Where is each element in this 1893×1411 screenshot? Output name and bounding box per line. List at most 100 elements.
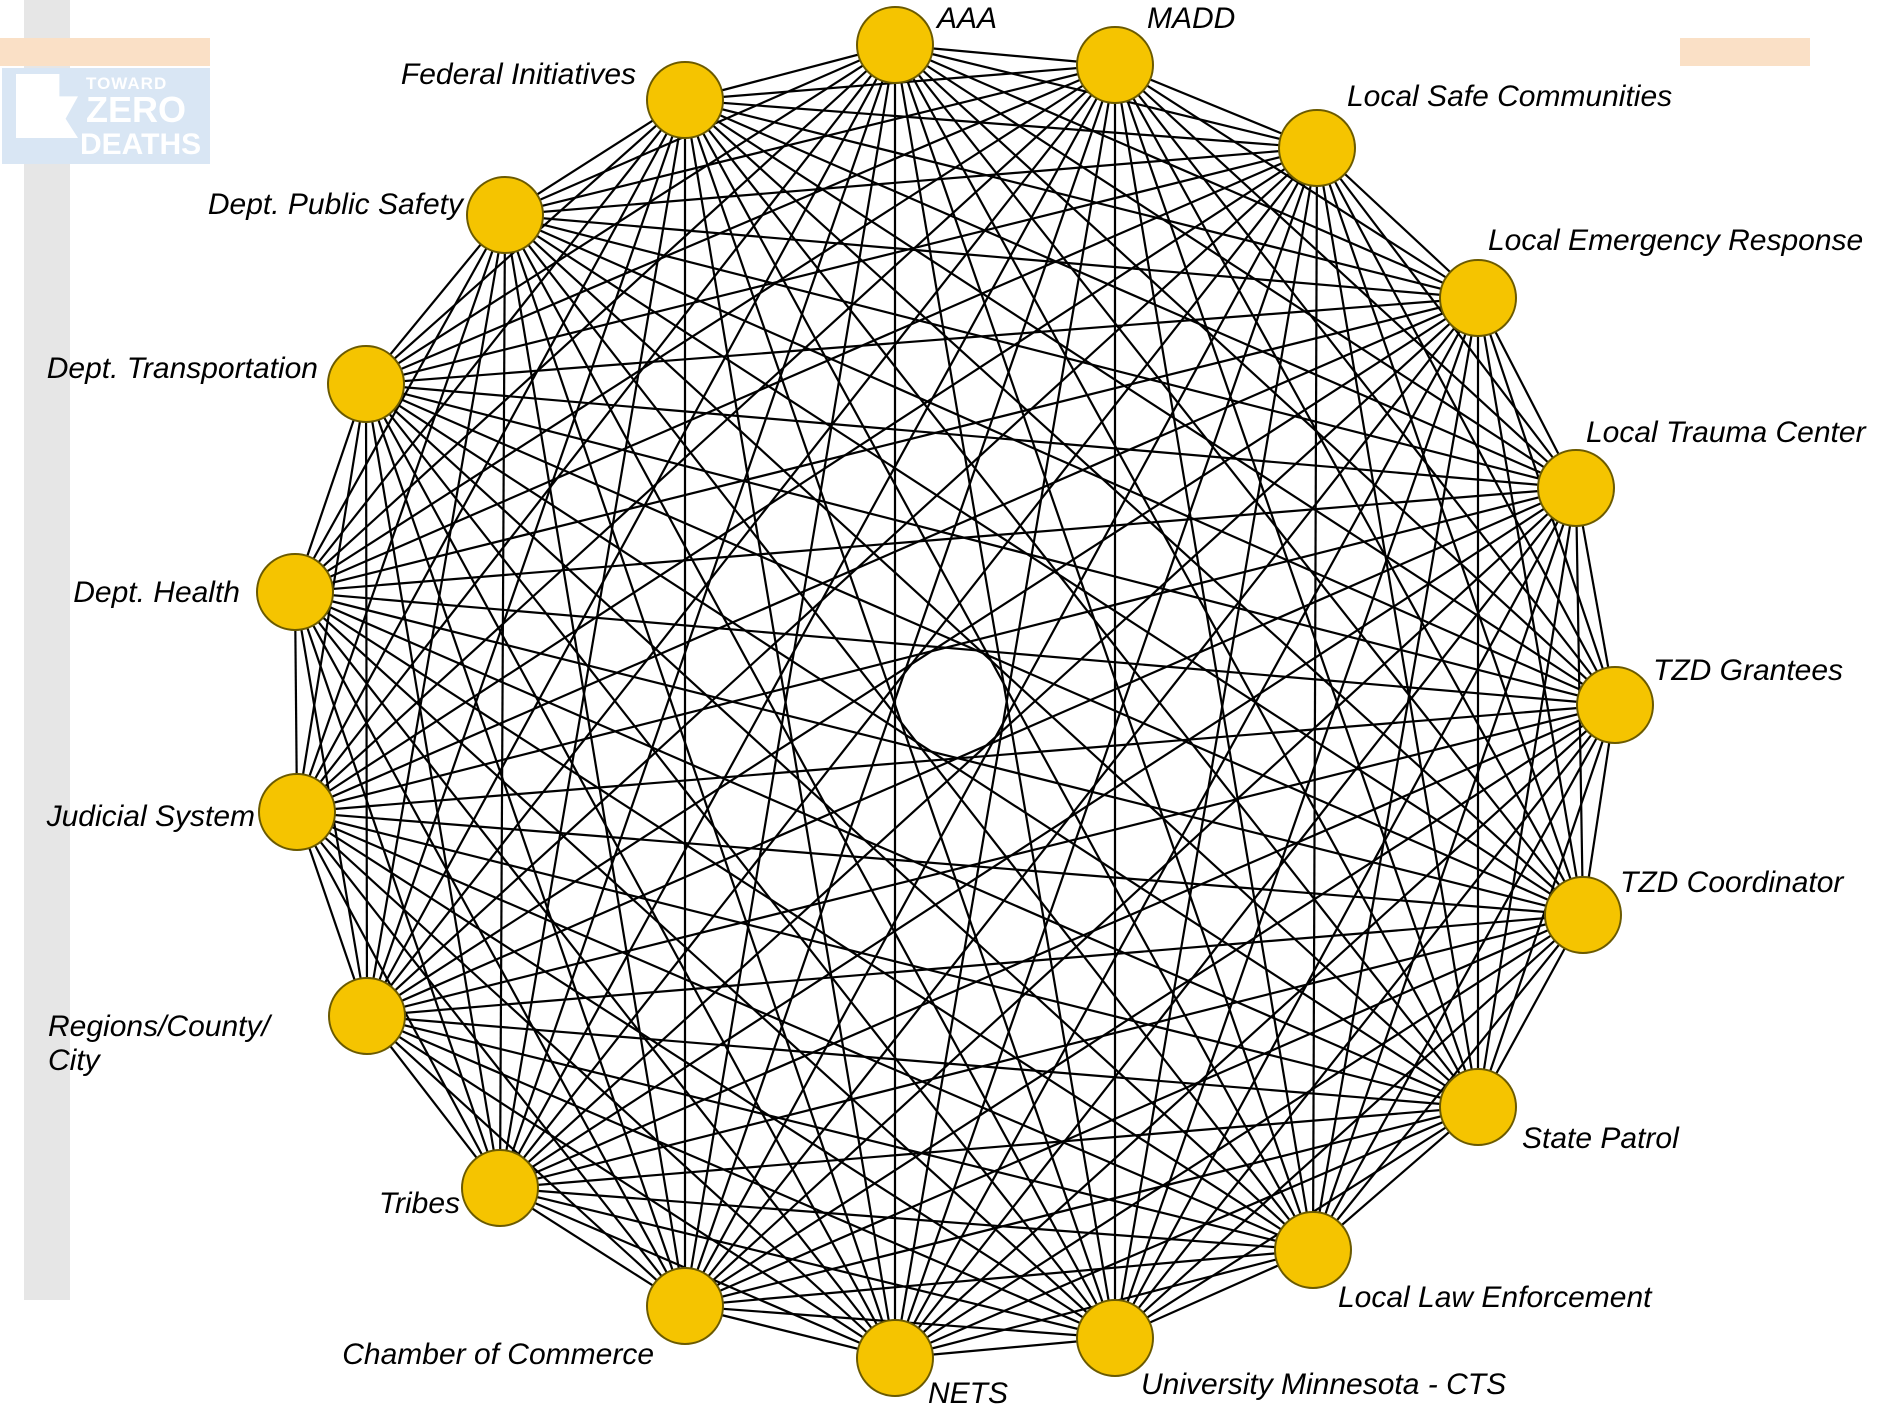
- edge-tzd-grantees-nets: [894, 704, 1616, 1359]
- node-group: [256, 6, 1654, 1397]
- edge-aaa-local-law-enforcement: [893, 44, 1315, 1251]
- edge-tzd-grantees-university-minnesota-cts: [1114, 704, 1616, 1339]
- accent-band-left: [0, 38, 210, 66]
- edge-university-minnesota-cts-dept-transportation: [365, 383, 1116, 1339]
- edge-university-minnesota-cts-tribes: [499, 1186, 1116, 1340]
- edge-nets-regions-county-city: [366, 1015, 896, 1359]
- node-label-line: Local Trauma Center: [1586, 416, 1866, 449]
- node-label-tribes: Tribes: [379, 1187, 460, 1221]
- edge-local-emergency-response-regions-county-city: [366, 297, 1479, 1017]
- node-label-madd: MADD: [1147, 2, 1235, 36]
- edge-regions-county-city-federal-initiatives: [365, 99, 687, 1017]
- node-university-minnesota-cts: [1076, 1299, 1154, 1377]
- edge-local-emergency-response-dept-health: [294, 296, 1479, 594]
- edge-university-minnesota-cts-judicial-system: [296, 811, 1116, 1339]
- edge-chamber-of-commerce-dept-health: [294, 591, 686, 1307]
- edge-nets-dept-public-safety: [503, 214, 897, 1359]
- edge-madd-nets: [893, 64, 1117, 1359]
- edge-local-law-enforcement-dept-public-safety: [504, 214, 1314, 1251]
- edge-local-emergency-response-dept-public-safety: [504, 213, 1479, 300]
- node-label-federal-initiatives: Federal Initiatives: [401, 58, 636, 92]
- edge-madd-judicial-system: [296, 64, 1116, 813]
- edge-local-law-enforcement-dept-transportation: [365, 383, 1314, 1251]
- edge-university-minnesota-cts-dept-public-safety: [504, 214, 1116, 1339]
- edge-nets-judicial-system: [296, 811, 896, 1359]
- node-tribes: [461, 1149, 539, 1227]
- edge-local-emergency-response-federal-initiatives: [684, 98, 1479, 300]
- edge-regions-county-city-dept-public-safety: [365, 214, 507, 1017]
- edge-madd-local-law-enforcement: [1113, 64, 1315, 1251]
- edge-local-trauma-center-dept-public-safety: [504, 213, 1577, 490]
- edge-state-patrol-regions-county-city: [366, 1014, 1479, 1109]
- node-label-line: Chamber of Commerce: [342, 1338, 654, 1371]
- node-label-line: NETS: [928, 1377, 1009, 1410]
- edge-aaa-dept-health: [294, 44, 896, 593]
- edge-tzd-coordinator-regions-county-city: [366, 913, 1584, 1018]
- edge-tzd-coordinator-university-minnesota-cts: [1114, 914, 1584, 1339]
- edge-madd-dept-health: [294, 64, 1116, 593]
- node-local-trauma-center: [1537, 449, 1615, 527]
- node-label-local-law-enforcement: Local Law Enforcement: [1338, 1281, 1652, 1315]
- edge-aaa-local-emergency-response: [894, 43, 1479, 300]
- node-label-dept-health: Dept. Health: [73, 576, 240, 610]
- edge-local-trauma-center-local-law-enforcement: [1311, 487, 1578, 1251]
- edge-judicial-system-dept-public-safety: [295, 214, 507, 813]
- node-label-line: Local Law Enforcement: [1338, 1281, 1652, 1314]
- node-chamber-of-commerce: [646, 1267, 724, 1345]
- node-dept-transportation: [327, 345, 405, 423]
- node-nets: [856, 1319, 934, 1397]
- edge-madd-tribes: [499, 64, 1116, 1189]
- edge-state-patrol-dept-health: [294, 590, 1479, 1109]
- edge-tribes-federal-initiatives: [498, 99, 687, 1189]
- node-label-state-patrol: State Patrol: [1522, 1122, 1679, 1156]
- edge-local-trauma-center-tribes: [499, 487, 1577, 1189]
- node-local-emergency-response: [1439, 259, 1517, 337]
- edge-university-minnesota-cts-dept-health: [294, 591, 1116, 1339]
- node-label-nets: NETS: [928, 1377, 1008, 1411]
- edge-local-safe-communities-regions-county-city: [366, 147, 1318, 1017]
- edge-local-trauma-center-chamber-of-commerce: [684, 487, 1577, 1307]
- edge-local-safe-communities-chamber-of-commerce: [684, 147, 1318, 1307]
- node-label-local-trauma-center: Local Trauma Center: [1586, 416, 1866, 450]
- node-label-tzd-grantees: TZD Grantees: [1653, 654, 1843, 688]
- node-label-line: Federal Initiatives: [400, 58, 636, 91]
- edge-madd-tzd-grantees: [1114, 64, 1616, 706]
- accent-band-right: [1680, 38, 1810, 66]
- edge-tzd-coordinator-judicial-system: [296, 810, 1584, 917]
- edge-local-law-enforcement-tribes: [499, 1186, 1314, 1252]
- edge-tzd-grantees-local-law-enforcement: [1312, 704, 1616, 1251]
- node-local-law-enforcement: [1274, 1211, 1352, 1289]
- node-label-line: University Minnesota - CTS: [1141, 1368, 1507, 1401]
- edge-chamber-of-commerce-dept-public-safety: [503, 214, 687, 1307]
- edge-local-law-enforcement-regions-county-city: [366, 1014, 1314, 1252]
- node-regions-county-city: [328, 977, 406, 1055]
- edge-tzd-coordinator-dept-public-safety: [504, 214, 1584, 916]
- edge-tzd-coordinator-federal-initiatives: [684, 99, 1584, 916]
- node-label-chamber-of-commerce: Chamber of Commerce: [342, 1338, 654, 1372]
- node-label-line: Local Safe Communities: [1347, 80, 1673, 113]
- edge-local-safe-communities-dept-transportation: [365, 146, 1318, 386]
- edge-madd-local-emergency-response: [1114, 64, 1479, 299]
- edge-tzd-grantees-dept-health: [294, 590, 1616, 707]
- logo-text-line-2: ZERO: [86, 89, 187, 130]
- edge-dept-health-dept-public-safety: [294, 214, 506, 593]
- node-label-line: AAA: [937, 2, 998, 35]
- edge-local-trauma-center-dept-health: [294, 486, 1577, 594]
- node-label-local-safe-communities: Local Safe Communities: [1347, 80, 1672, 114]
- node-tzd-grantees: [1576, 666, 1654, 744]
- edge-local-safe-communities-tzd-grantees: [1316, 147, 1616, 706]
- edge-tzd-coordinator-tribes: [499, 913, 1584, 1190]
- edge-state-patrol-chamber-of-commerce: [684, 1105, 1479, 1308]
- edge-tzd-coordinator-dept-health: [294, 590, 1584, 917]
- node-aaa: [856, 6, 934, 84]
- node-label-line: Tribes: [378, 1187, 460, 1220]
- node-label-dept-public-safety: Dept. Public Safety: [208, 188, 463, 222]
- edge-tzd-grantees-dept-transportation: [365, 382, 1616, 707]
- edge-local-safe-communities-dept-public-safety: [504, 146, 1318, 217]
- edge-university-minnesota-cts-federal-initiatives: [683, 99, 1117, 1339]
- edge-local-trauma-center-state-patrol: [1476, 487, 1578, 1108]
- edge-nets-dept-health: [294, 591, 896, 1359]
- node-label-line: Local Emergency Response: [1488, 224, 1864, 257]
